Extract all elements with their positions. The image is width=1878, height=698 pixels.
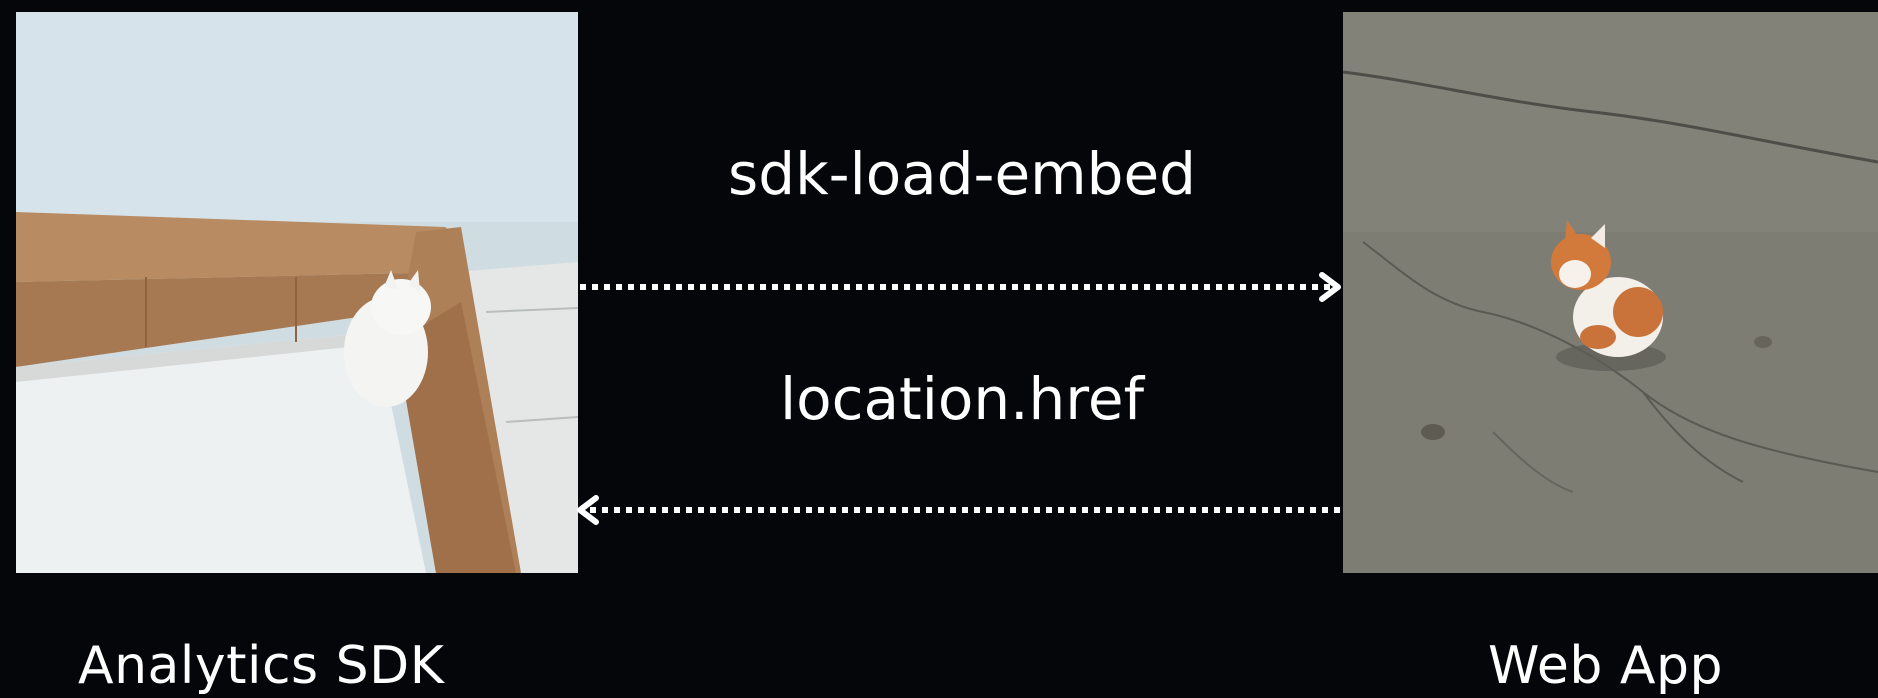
arrow-left-to-right: [580, 272, 1341, 302]
left-node-image: [16, 12, 578, 573]
right-node-label: Web App: [1488, 636, 1723, 696]
message-sdk-load-embed: sdk-load-embed: [728, 140, 1196, 208]
left-node-label: Analytics SDK: [78, 636, 445, 696]
message-location-href: location.href: [779, 365, 1144, 433]
right-node-image: [1343, 12, 1878, 573]
arrow-right-to-left: [577, 495, 1342, 525]
